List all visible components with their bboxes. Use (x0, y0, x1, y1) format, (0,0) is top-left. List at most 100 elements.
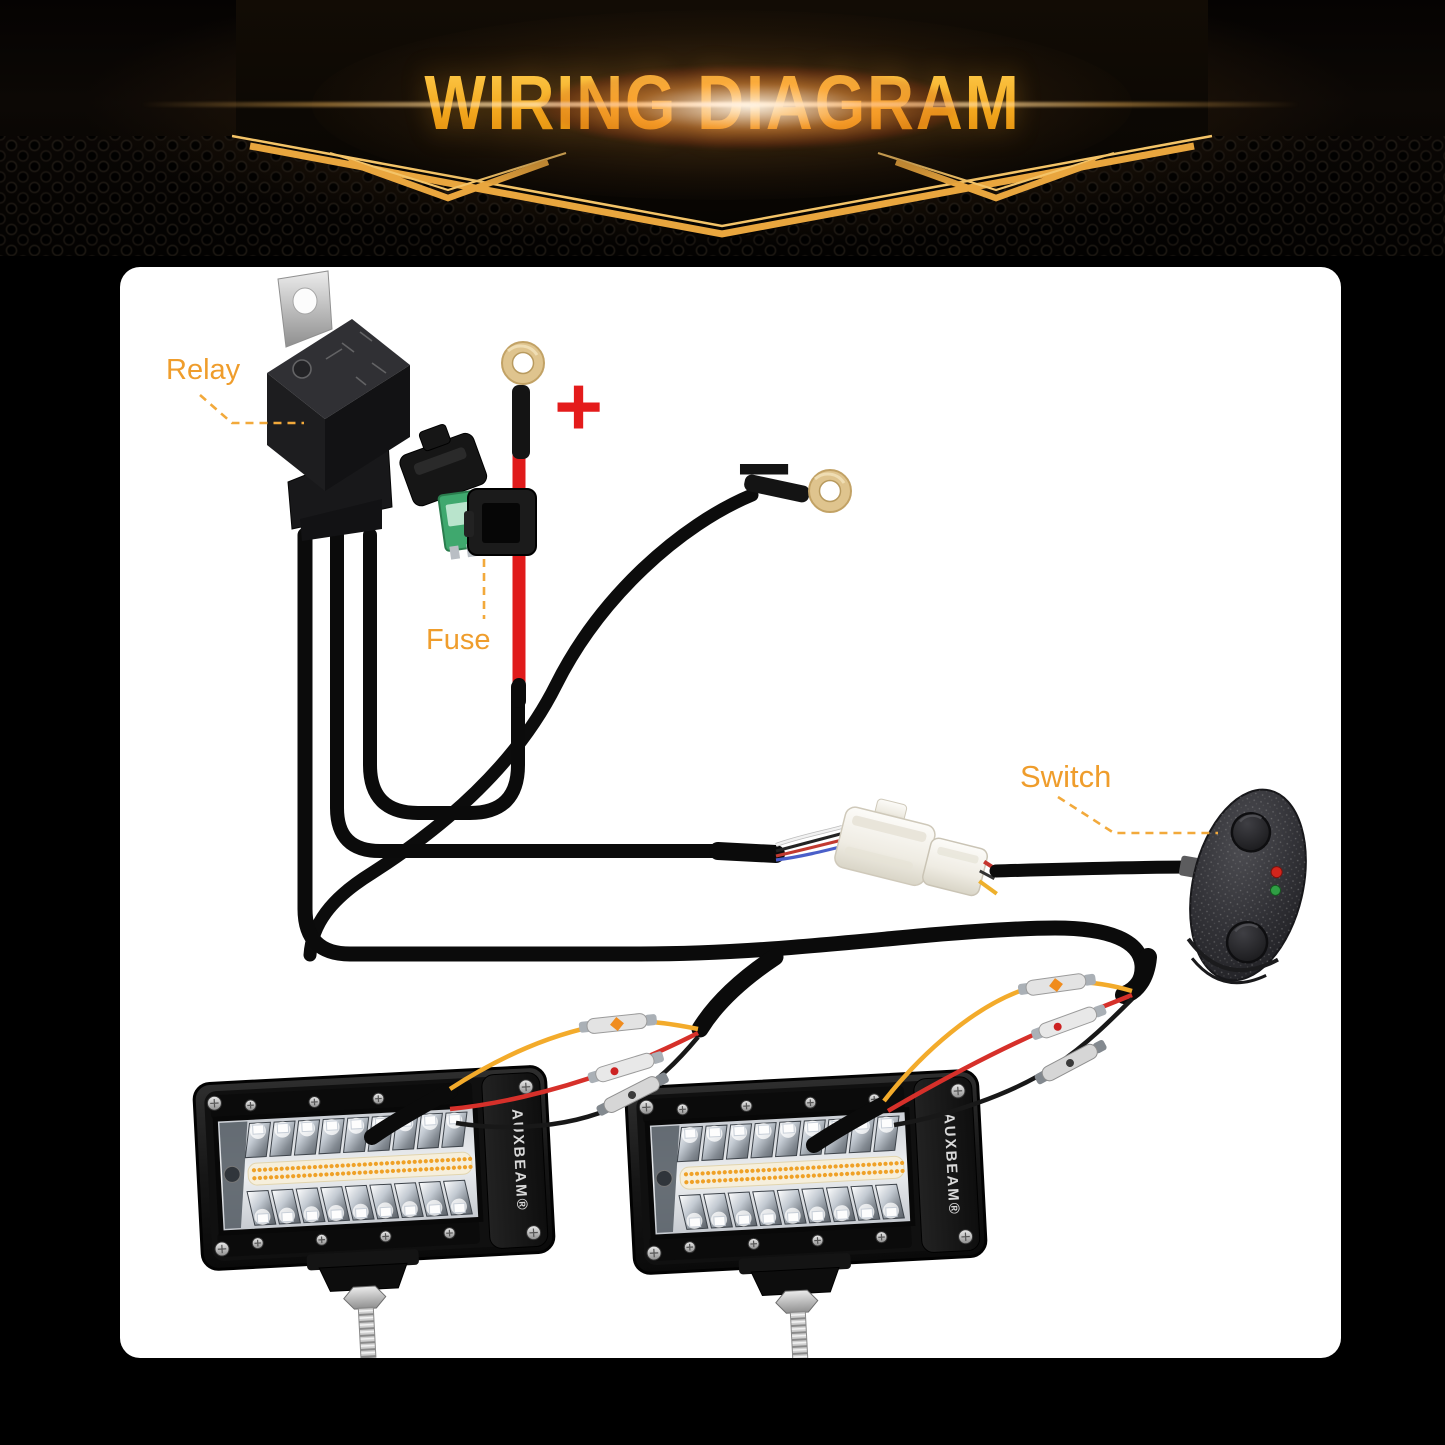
amber-led-dot (440, 1158, 445, 1163)
right-bar-branch-sheath (1115, 948, 1157, 1004)
amber-led-dot (689, 1171, 694, 1177)
amber-led-dot (827, 1164, 833, 1169)
amber-led-dot (706, 1171, 711, 1176)
amber-led-dot (872, 1162, 877, 1167)
left-bar-branch-sheath (691, 948, 784, 1038)
amber-led-dot (346, 1171, 351, 1176)
relay-left-face (267, 373, 325, 491)
led-chip (786, 1211, 800, 1223)
amber-led-dot (307, 1173, 312, 1178)
lens-left-emblem (223, 1165, 241, 1183)
switch-base-ridge (1190, 957, 1267, 985)
amber-led-dot (750, 1168, 755, 1173)
amber-led-dot (717, 1170, 722, 1175)
amber-led-dot (423, 1159, 428, 1164)
screw-slot (210, 1098, 219, 1108)
amber-led-dot (462, 1157, 467, 1162)
amber-led-dot (817, 1173, 822, 1178)
mount-bracket-foot (750, 1266, 840, 1296)
negative-ring-terminal (808, 469, 852, 513)
led-chip (880, 1117, 894, 1129)
bar-bottom-rail (217, 1219, 480, 1258)
amber-led-dot (363, 1170, 368, 1175)
switch-button-top[interactable] (1228, 810, 1274, 856)
amber-led-dot (839, 1172, 844, 1177)
led-chip (836, 1209, 849, 1220)
led-chip (733, 1125, 746, 1137)
led-chip (256, 1213, 270, 1224)
amber-led-dot (739, 1169, 744, 1174)
amber-led-dot (396, 1168, 401, 1173)
led-chip (301, 1121, 314, 1133)
amber-led-dot (695, 1179, 700, 1184)
bar-brand-text: AUXBEAM® (940, 1113, 962, 1217)
title-banner: WIRING DIAGRAM (0, 0, 1445, 256)
amber-led-dot (462, 1165, 468, 1170)
amber-led-dot (313, 1172, 318, 1178)
amber-led-dot (811, 1173, 816, 1178)
led-chip (453, 1202, 466, 1214)
amber-led-dot (878, 1170, 883, 1175)
switch-red-led (1270, 866, 1283, 879)
bar-bottom-rail (649, 1223, 912, 1262)
relay-right-face (325, 365, 410, 491)
bullet-connector (1031, 1004, 1107, 1040)
harness-wire-lightbars (297, 527, 1150, 1002)
screw-slot (686, 1243, 694, 1251)
switch-cable (989, 860, 1199, 878)
amber-led-dot (700, 1179, 706, 1184)
amber-led-dot (429, 1166, 434, 1172)
amber-led-dot (379, 1161, 384, 1166)
amber-led-dot (744, 1168, 750, 1174)
amber-led-dot (435, 1166, 440, 1171)
bullet-connector (596, 1072, 669, 1116)
amber-led-dot (445, 1157, 451, 1163)
bar-top-rail (210, 1081, 473, 1120)
screw-slot (254, 1239, 262, 1247)
led-chip (806, 1121, 820, 1133)
switch-button-bottom[interactable] (1223, 918, 1271, 966)
screw-slot (521, 1082, 531, 1092)
harness-wire-switch (330, 528, 742, 858)
threaded-stud (357, 1306, 377, 1358)
relay-socket-base (300, 499, 382, 541)
amber-led-dot (379, 1169, 384, 1174)
amber-led-dot (252, 1176, 257, 1181)
amber-led-dot (689, 1179, 695, 1185)
led-chip (252, 1124, 265, 1135)
screw-slot (750, 1240, 758, 1248)
amber-led-dot (373, 1161, 378, 1166)
amber-led-dot (274, 1166, 279, 1172)
amber-led-dot (368, 1162, 373, 1167)
led-chip (860, 1208, 874, 1219)
amber-led-dot (346, 1163, 351, 1168)
amber-led-dot (694, 1171, 700, 1176)
led-chip (428, 1204, 442, 1215)
left-bar-wires (364, 1013, 700, 1145)
amber-led-dot (778, 1175, 783, 1180)
screw-slot (642, 1103, 651, 1112)
amber-led-dot (468, 1156, 473, 1162)
screw-slot (743, 1102, 750, 1110)
amber-led-dot (889, 1169, 894, 1174)
amber-led-dot (833, 1164, 838, 1169)
bullet-connector (1034, 1039, 1107, 1085)
amber-led-dot (806, 1173, 811, 1178)
fuse-holder (464, 488, 537, 556)
amber-led-dot (424, 1167, 429, 1172)
mount-bracket-foot (318, 1262, 408, 1292)
amber-led-dot (429, 1158, 434, 1164)
amber-led-dot (302, 1173, 307, 1178)
amber-led-dot (717, 1178, 722, 1183)
amber-led-dot (872, 1170, 877, 1175)
amber-led-dot (755, 1168, 761, 1173)
amber-led-dot (290, 1166, 295, 1171)
amber-led-dot (340, 1163, 345, 1168)
amber-led-dot (800, 1174, 805, 1179)
amber-led-dot (723, 1178, 728, 1183)
amber-led-dot (816, 1165, 822, 1170)
amber-led-dot (440, 1166, 445, 1171)
amber-led-dot (772, 1167, 777, 1172)
led-chip (424, 1115, 437, 1126)
led-chip (757, 1124, 771, 1135)
